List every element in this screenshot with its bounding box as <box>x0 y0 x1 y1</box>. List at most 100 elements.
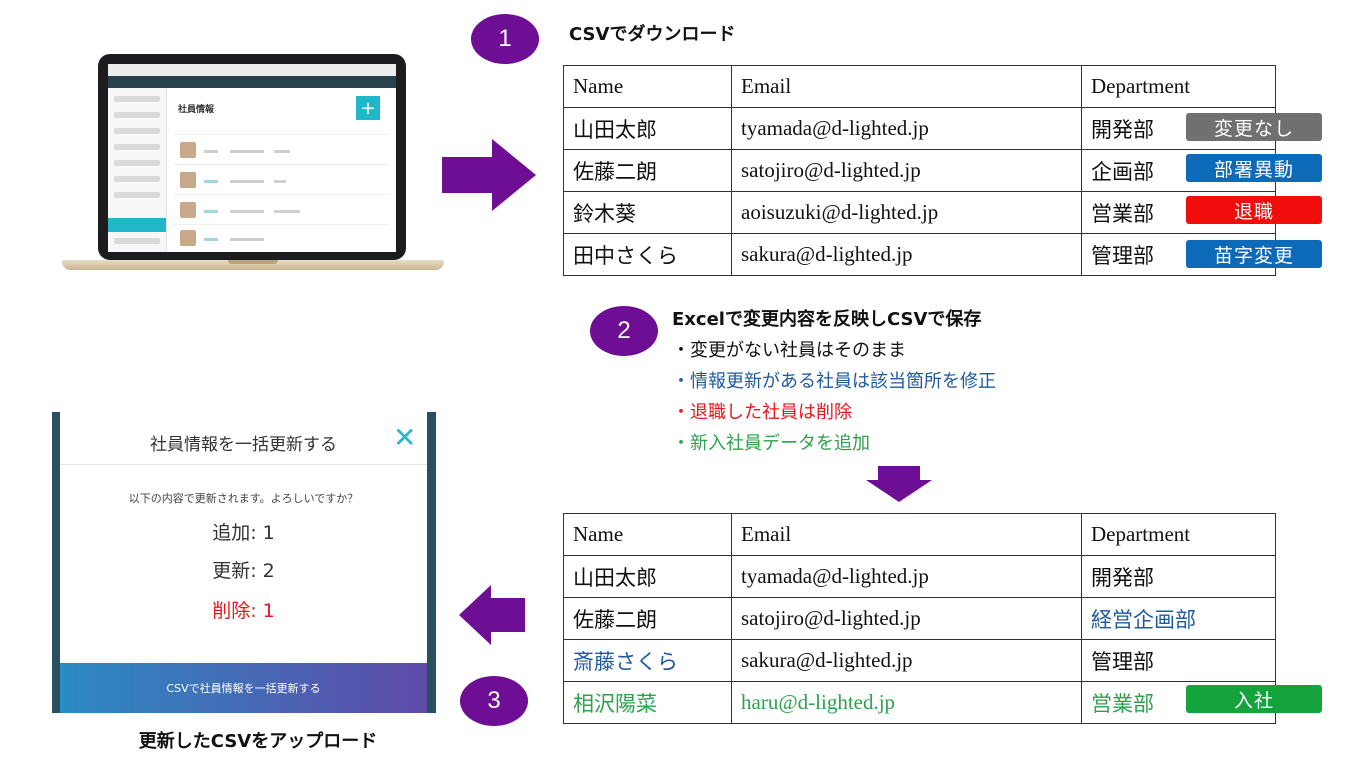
cell-placeholder <box>230 180 264 183</box>
cell-department: 開発部 <box>1081 555 1276 598</box>
close-icon[interactable]: ✕ <box>393 421 417 454</box>
cell-email: sakura@d-lighted.jp <box>731 233 1082 276</box>
tag-no-change: 変更なし <box>1186 113 1322 141</box>
cell-name: 佐藤二朗 <box>563 149 732 192</box>
dialog-message: 以下の内容で更新されます。よろしいですか？ <box>128 492 359 505</box>
deleted-count: 削除: 1 <box>212 600 275 622</box>
sidebar-item <box>114 176 160 182</box>
header-email: Email <box>731 65 1082 108</box>
screen-page-title: 社員情報 <box>178 105 215 115</box>
table-divider <box>174 224 389 225</box>
table-divider <box>174 194 389 195</box>
sidebar-item <box>114 128 160 134</box>
dialog-divider <box>60 464 427 465</box>
cell-placeholder <box>230 150 264 153</box>
cell-email: sakura@d-lighted.jp <box>731 639 1082 682</box>
cell-email: tyamada@d-lighted.jp <box>731 107 1082 150</box>
cell-placeholder <box>274 210 300 213</box>
right-arrow-icon <box>442 139 536 211</box>
cell-department: 管理部 <box>1081 639 1276 682</box>
csv-table-after: Name Email Department 山田太郎 tyamada@d-lig… <box>563 513 1276 724</box>
header-name: Name <box>563 513 732 556</box>
cell-placeholder <box>274 150 290 153</box>
laptop-base <box>62 260 444 270</box>
cell-department: 管理部 <box>1081 233 1276 276</box>
cell-placeholder <box>204 180 218 183</box>
laptop-screenshot: 社員情報 + <box>62 50 444 278</box>
cell-placeholder <box>204 210 218 213</box>
cell-name: 相沢陽菜 <box>563 681 732 724</box>
dialog-title: 社員情報を一括更新する <box>150 435 337 455</box>
table-header-row: Name Email Department <box>563 513 1276 556</box>
laptop-screen: 社員情報 + <box>108 64 396 252</box>
note-added: ・新入社員データを追加 <box>672 433 870 454</box>
step-3-caption: 更新したCSVをアップロード <box>138 731 378 752</box>
dialog-screenshot: 社員情報を一括更新する ✕ 以下の内容で更新されます。よろしいですか？ 追加: … <box>52 412 436 713</box>
cell-name: 田中さくら <box>563 233 732 276</box>
step-2-heading: Excelで変更内容を反映しCSVで保存 <box>672 309 982 330</box>
tag-surname-change: 苗字変更 <box>1186 240 1322 268</box>
add-icon: + <box>356 96 380 120</box>
laptop-bezel: 社員情報 + <box>98 54 406 260</box>
cell-placeholder <box>230 238 264 241</box>
sidebar-item-active <box>108 218 166 232</box>
note-deleted: ・退職した社員は削除 <box>672 402 852 423</box>
cell-placeholder <box>274 180 286 183</box>
bulk-update-button[interactable]: CSVで社員情報を一括更新する <box>60 663 427 713</box>
step-1-badge: 1 <box>471 14 539 64</box>
table-row: 田中さくら sakura@d-lighted.jp 管理部 <box>563 233 1276 276</box>
table-divider <box>174 164 389 165</box>
cell-name: 山田太郎 <box>563 555 732 598</box>
table-header-row: Name Email Department <box>563 65 1276 108</box>
step-3-badge: 3 <box>460 676 528 726</box>
table-row: 相沢陽菜 haru@d-lighted.jp 営業部 <box>563 681 1276 724</box>
sidebar-item <box>114 96 160 102</box>
table-row: 山田太郎 tyamada@d-lighted.jp 開発部 <box>563 555 1276 598</box>
cell-placeholder <box>230 210 264 213</box>
down-arrow-icon <box>866 466 932 502</box>
cell-email: satojiro@d-lighted.jp <box>731 597 1082 640</box>
step-2-badge: 2 <box>590 306 658 356</box>
avatar <box>180 230 196 246</box>
sidebar-item <box>114 144 160 150</box>
sidebar-item <box>114 238 160 244</box>
cell-placeholder <box>204 150 218 153</box>
avatar <box>180 202 196 218</box>
cell-email: satojiro@d-lighted.jp <box>731 149 1082 192</box>
cell-name: 鈴木葵 <box>563 191 732 234</box>
tag-transfer: 部署異動 <box>1186 154 1322 182</box>
cell-email: tyamada@d-lighted.jp <box>731 555 1082 598</box>
tag-retired: 退職 <box>1186 196 1322 224</box>
bulk-update-dialog: 社員情報を一括更新する ✕ 以下の内容で更新されます。よろしいですか？ 追加: … <box>60 412 427 713</box>
table-divider <box>174 134 389 135</box>
table-row: 斎藤さくら sakura@d-lighted.jp 管理部 <box>563 639 1276 682</box>
sidebar-item <box>114 160 160 166</box>
note-unchanged: ・変更がない社員はそのまま <box>672 340 906 361</box>
step-1-heading: CSVでダウンロード <box>569 24 736 45</box>
sidebar-item <box>114 192 160 198</box>
cell-email: haru@d-lighted.jp <box>731 681 1082 724</box>
left-arrow-icon <box>459 585 525 645</box>
csv-table-before: Name Email Department 山田太郎 tyamada@d-lig… <box>563 65 1276 276</box>
table-row: 佐藤二朗 satojiro@d-lighted.jp 経営企画部 <box>563 597 1276 640</box>
header-name: Name <box>563 65 732 108</box>
cell-name: 山田太郎 <box>563 107 732 150</box>
app-sidebar <box>108 88 167 252</box>
cell-name: 佐藤二朗 <box>563 597 732 640</box>
header-department: Department <box>1081 65 1276 108</box>
app-header-bar <box>108 76 396 88</box>
cell-department: 経営企画部 <box>1081 597 1276 640</box>
sidebar-item <box>114 112 160 118</box>
added-count: 追加: 1 <box>212 522 275 544</box>
laptop-notch <box>228 260 278 264</box>
cell-placeholder <box>204 238 218 241</box>
cell-name: 斎藤さくら <box>563 639 732 682</box>
table-row: 佐藤二朗 satojiro@d-lighted.jp 企画部 <box>563 149 1276 192</box>
avatar <box>180 142 196 158</box>
table-row: 山田太郎 tyamada@d-lighted.jp 開発部 <box>563 107 1276 150</box>
updated-count: 更新: 2 <box>212 560 275 582</box>
table-row: 鈴木葵 aoisuzuki@d-lighted.jp 営業部 <box>563 191 1276 234</box>
cell-email: aoisuzuki@d-lighted.jp <box>731 191 1082 234</box>
note-updated: ・情報更新がある社員は該当箇所を修正 <box>672 371 996 392</box>
tag-joined: 入社 <box>1186 685 1322 713</box>
